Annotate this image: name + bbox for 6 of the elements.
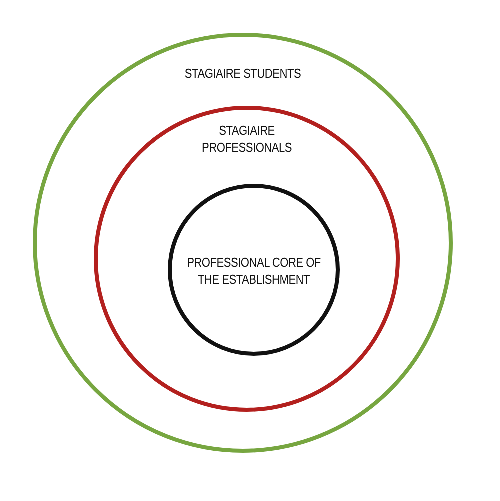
middle-circle xyxy=(94,106,400,412)
circle-label: PROFESSIONAL CORE OF THE ESTABLISHMENT xyxy=(186,254,322,288)
inner-circle xyxy=(168,184,340,356)
outer-circle xyxy=(33,33,453,453)
circle-label: STAGIAIRE STUDENTS xyxy=(184,65,302,82)
circle-label: STAGIAIRE PROFESSIONALS xyxy=(200,122,293,156)
